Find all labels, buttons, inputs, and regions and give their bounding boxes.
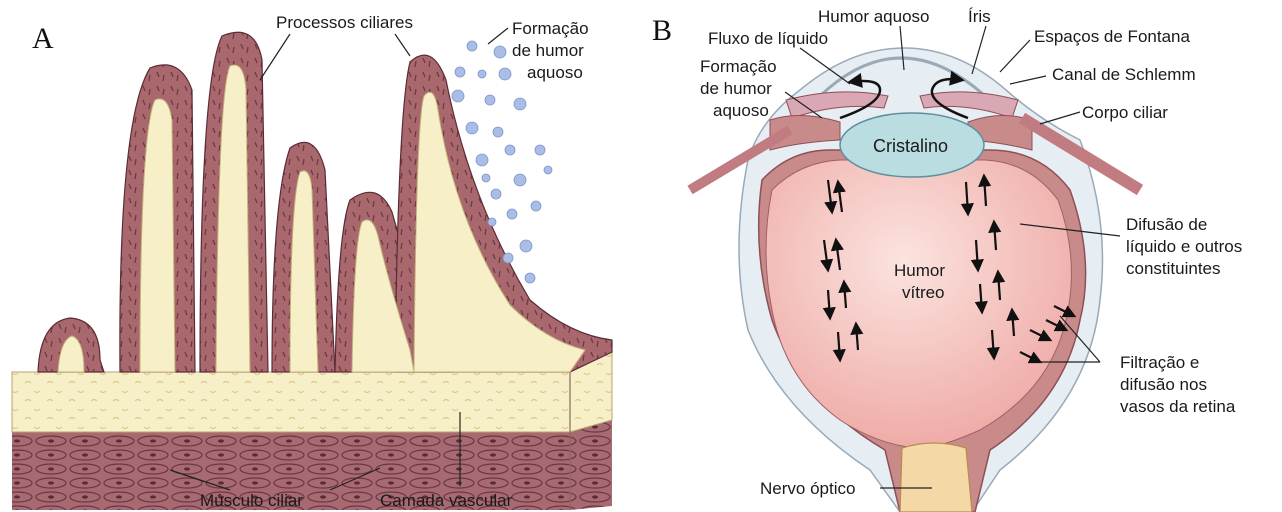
label-filtration-1: Filtração e xyxy=(1120,353,1199,372)
label-vitreous-1: Humor xyxy=(894,261,945,280)
label-ciliary-body: Corpo ciliar xyxy=(1082,103,1168,122)
label-ciliary-muscle: Músculo ciliar xyxy=(200,491,303,510)
label-iris: Íris xyxy=(968,7,991,26)
tissue-block xyxy=(12,352,612,510)
label-aqueous-formation-a-2: de humor xyxy=(512,41,584,60)
label-schlemm-canal: Canal de Schlemm xyxy=(1052,65,1196,84)
label-vitreous-2: vítreo xyxy=(902,283,945,302)
panel-a-letter: A xyxy=(32,22,54,55)
label-vascular-layer: Camada vascular xyxy=(380,491,513,510)
optic-nerve xyxy=(900,443,972,512)
panel-a: A xyxy=(12,13,612,510)
label-diffusion-2: líquido e outros xyxy=(1126,237,1242,256)
label-aqueous-humor: Humor aquoso xyxy=(818,7,930,26)
label-diffusion-3: constituintes xyxy=(1126,259,1221,278)
label-fontana-spaces: Espaços de Fontana xyxy=(1034,27,1190,46)
label-filtration-3: vasos da retina xyxy=(1120,397,1236,416)
label-aqueous-formation-a-1: Formação xyxy=(512,19,589,38)
label-diffusion-1: Difusão de xyxy=(1126,215,1207,234)
label-lens: Cristalino xyxy=(873,136,948,156)
label-optic-nerve: Nervo óptico xyxy=(760,479,855,498)
label-aqueous-formation-b-2: de humor xyxy=(700,79,772,98)
label-aqueous-formation-a-3: aquoso xyxy=(527,63,583,82)
label-ciliary-processes: Processos ciliares xyxy=(276,13,413,32)
ciliary-muscle-layer xyxy=(12,420,612,510)
label-fluid-flow: Fluxo de líquido xyxy=(708,29,828,48)
label-aqueous-formation-b-3: aquoso xyxy=(713,101,769,120)
panel-b-letter: B xyxy=(652,14,672,47)
panel-b: B xyxy=(652,7,1242,512)
label-filtration-2: difusão nos xyxy=(1120,375,1207,394)
label-aqueous-formation-b-1: Formação xyxy=(700,57,777,76)
